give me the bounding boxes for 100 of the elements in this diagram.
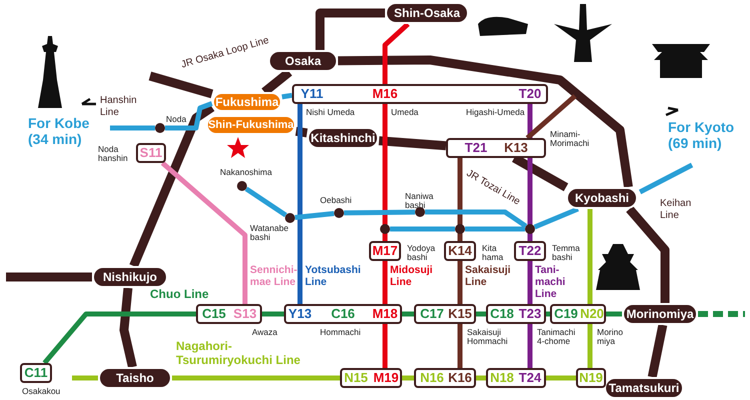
station-name: Osakakou [22,387,60,396]
rail-line [390,226,455,232]
rail-line [382,261,388,304]
rail-line [262,312,284,316]
station-name: Naniwa bashi [405,192,434,210]
line-name: Midosuji Line [390,264,434,288]
station-label: Morinomiya [622,303,698,325]
rail-line [458,261,462,304]
rail-line [528,158,532,241]
rail-line [528,261,532,304]
rail-line [458,158,462,241]
rail-line [546,312,550,316]
station-code: N19 [578,370,604,386]
station-name: Kita hama [482,244,504,262]
line-name: Sakaisuji Line [465,264,512,288]
station-label: Osaka [268,50,338,72]
rail-line [172,376,340,380]
station-name: Nakanoshima [220,168,272,177]
station-dot [525,224,535,234]
line-name: For Kyoto (69 min) [668,120,736,151]
rail-line [382,324,388,368]
station-code: N20 [579,306,605,322]
rail-line [110,126,155,130]
station-code: M17 [371,243,399,259]
station-code: C15 [201,306,227,322]
station-name: Oebashi [320,196,352,205]
station-code: K13 [503,140,529,156]
station-label: Kitashinchi [307,127,379,149]
rail-line [546,376,576,380]
station-label: Tamatsukuri [604,377,684,399]
station-code: C18 [489,306,515,322]
railway-line [148,72,214,98]
station-name: Temma bashi [552,244,581,262]
station-code: M16 [371,86,399,102]
rail-line [425,210,528,228]
rail-line [298,104,302,304]
station-code: T23 [518,306,542,322]
station-code: C17 [419,306,445,322]
line-name: Yotsubashi Line [305,264,362,288]
rail-line [588,209,592,304]
railway-line [626,206,670,303]
station-code: C16 [330,306,356,322]
station-label: Nishikujo [92,266,168,288]
rail-line [294,211,334,220]
station-name: Tanimachi 4-chome [537,328,576,346]
line-name: JR Tozai Line [464,168,523,210]
rail-line [165,101,213,130]
station-code: S11 [138,145,164,161]
station-code: T21 [464,140,488,156]
station-code: N16 [419,370,445,386]
station-code: Y13 [287,306,313,322]
station-code-box [414,368,476,388]
rail-line [606,312,622,316]
station-code: N15 [343,370,369,386]
station-label: Taisho [98,367,172,389]
line-name: Keihan Line [660,198,692,221]
station-code: S13 [232,306,258,322]
station-name: Sakaisuji Hommachi [467,328,509,346]
station-code: T24 [518,370,542,386]
station-code: C19 [553,306,579,322]
rail-line [526,94,577,140]
rail-line [638,162,694,194]
station-code: C11 [23,365,49,381]
rail-line [588,324,592,368]
railway-line [129,104,214,268]
rail-line [528,324,532,368]
rail-line [160,161,248,304]
station-dot [380,224,390,234]
station-code: T22 [518,243,542,259]
station-name: Minami-Morimachi [550,130,590,148]
station-name: Umeda [391,108,418,117]
railway-line [648,324,668,378]
station-code: Y11 [300,86,324,102]
station-name: Yodoya bashi [407,244,436,262]
station-code: T20 [518,86,542,102]
station-label: Shin-Osaka [385,2,469,24]
station-name: Noda hanshin [98,145,129,163]
line-name: For Kobe (34 min) [28,116,90,147]
line-name: Sennichi-mae Line [250,264,298,288]
station-code: M19 [372,370,400,386]
line-name: Tani-machi Line [535,264,566,300]
rail-line [344,210,416,216]
line-name: Nagahori-Tsurumiryokuchi Line [176,340,302,367]
station-code-box [486,368,546,388]
rail-line [476,312,486,316]
station-name: Morino miya [597,328,624,346]
station-code: K15 [447,306,473,322]
railway-line [316,8,385,50]
railway-line [295,126,308,138]
station-dot [455,224,465,234]
station-name: Nishi Umeda [306,108,355,117]
rail-line [382,22,410,84]
rail-line [282,92,292,100]
station-code-box [340,368,402,388]
station-name: Higashi-Umeda [466,108,525,117]
line-name: Hanshin Line [100,95,138,118]
rail-line [528,104,532,138]
station-label: Fukushima [212,92,282,112]
rail-line [382,104,388,241]
rail-line [42,312,196,365]
